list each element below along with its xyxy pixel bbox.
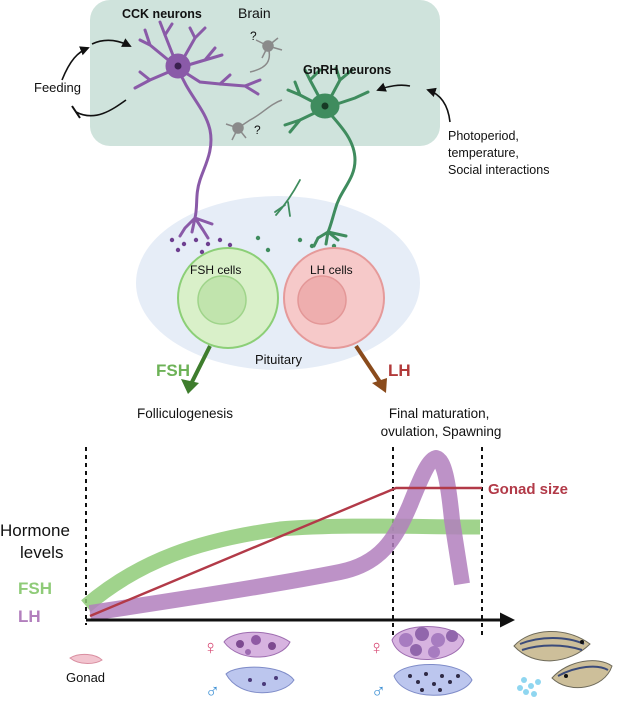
fsh-level-curve: [81, 518, 481, 612]
female-symbol-mature: ♀: [369, 637, 384, 659]
lh-arrow-label: LH: [388, 361, 411, 380]
lh-effect-line-2: ovulation, Spawning: [381, 424, 502, 439]
brain-region: [90, 0, 440, 146]
brain-label: Brain: [238, 5, 271, 21]
fsh-release-arrow: [188, 345, 212, 387]
env-arrow-2: [376, 82, 411, 92]
lh-effect-line-1: Final maturation,: [389, 406, 490, 421]
testis-mature-icon: [393, 664, 473, 696]
zebrafish-pair-icon: [513, 631, 613, 689]
env-line-3: Social interactions: [448, 163, 549, 177]
male-symbol-early: ♂: [205, 681, 220, 703]
cck-secretion-dots: [169, 237, 233, 255]
male-symbol-mature: ♂: [371, 681, 386, 703]
unknown-neuron-bottom: [225, 99, 283, 141]
fsh-series-label: FSH: [18, 579, 52, 598]
lh-series-label: LH: [18, 607, 41, 626]
lh-release-arrowhead: [372, 378, 387, 393]
cck-neurons-label: CCK neurons: [122, 7, 202, 21]
gonad-label: Gonad: [66, 670, 105, 685]
lh-level-curve: [88, 450, 470, 621]
fsh-cells-label: FSH cells: [190, 263, 241, 277]
lh-release-arrow: [354, 344, 382, 384]
env-arrow-1: [426, 87, 451, 123]
eggs-icon: [517, 677, 541, 697]
ylabel-line-1: Hormone: [0, 521, 70, 540]
environmental-cues-label: Photoperiod, temperature, Social interac…: [448, 129, 549, 177]
gonad-size-label: Gonad size: [488, 481, 568, 498]
fsh-release-arrowhead: [181, 379, 199, 394]
env-line-1: Photoperiod,: [448, 129, 519, 143]
gnrh-nucleus: [321, 102, 329, 110]
feeding-label: Feeding: [34, 80, 81, 95]
feeding-to-cck-arrow: [91, 38, 132, 47]
gonad-size-line: [89, 486, 482, 618]
gnrh-neurons-label: GnRH neurons: [303, 63, 391, 77]
pituitary-label: Pituitary: [255, 352, 302, 367]
ovary-mature-icon: [391, 626, 465, 660]
testis-early-icon: [225, 666, 295, 694]
gonad-icon: [69, 653, 103, 664]
env-line-2: temperature,: [448, 146, 519, 160]
lh-effect-label: Final maturation, ovulation, Spawning: [381, 406, 502, 439]
feeding-stimulation-arrow: [61, 46, 90, 81]
ylabel-line-2: levels: [20, 543, 63, 562]
ovary-early-icon: [223, 631, 291, 658]
feeding-inhibition-line: [75, 99, 127, 117]
hormone-levels-label: Hormone levels: [0, 521, 75, 562]
question-mark-top: ?: [250, 29, 257, 43]
cck-neuron: [133, 20, 262, 240]
feeding-inhibition-bar: [71, 105, 81, 119]
question-mark-bottom: ?: [254, 123, 261, 137]
female-symbol-early: ♀: [203, 637, 218, 659]
unknown-neuron-top: [249, 37, 283, 73]
lh-cells-label: LH cells: [310, 263, 353, 277]
fsh-arrow-label: FSH: [156, 361, 190, 380]
fsh-cell-nucleus: [197, 275, 247, 325]
cck-nucleus: [174, 62, 182, 70]
folliculogenesis-label: Folliculogenesis: [137, 406, 233, 421]
lh-cell-nucleus: [297, 275, 347, 325]
